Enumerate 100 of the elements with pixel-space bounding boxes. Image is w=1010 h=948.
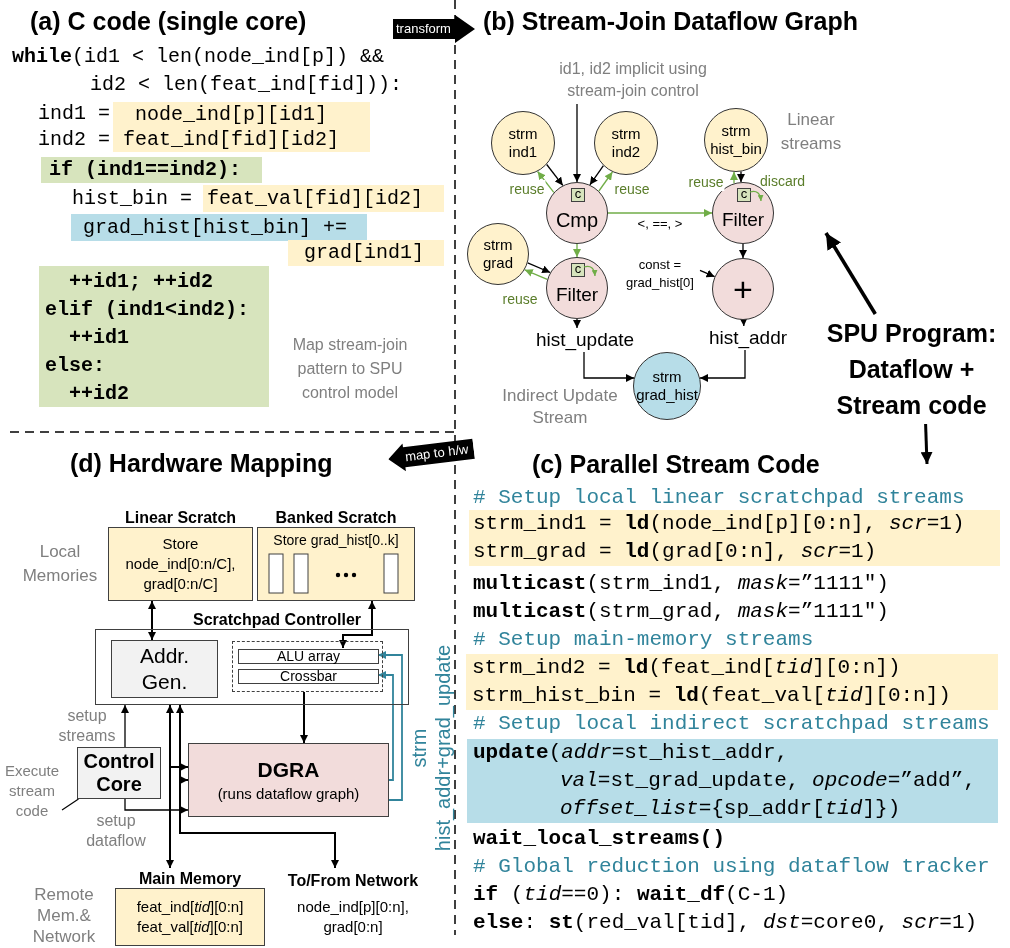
code-line: if (ind1==ind2): bbox=[48, 157, 243, 183]
arrow bbox=[598, 171, 614, 192]
code-line: strm_hist_bin = ld(feat_val[tid][0:n]) bbox=[471, 683, 952, 709]
code-line: multicast(strm_ind1, mask=”1111") bbox=[473, 571, 889, 597]
code-line: feat_val[fid][id2] bbox=[206, 185, 425, 212]
code-line: strm_ind1 = ld(node_ind[p][0:n], scr=1) bbox=[472, 511, 966, 537]
tag-letter: c bbox=[740, 188, 748, 200]
arrow bbox=[524, 269, 548, 280]
code-comment: # Setup main-memory streams bbox=[473, 627, 814, 653]
leader-line bbox=[61, 798, 80, 811]
unit-box bbox=[111, 640, 218, 698]
dashed-group-box bbox=[232, 641, 383, 692]
node-label: + bbox=[733, 271, 753, 307]
annotation-text: Remote Mem.& Network bbox=[31, 884, 97, 947]
node-label: strm hist_bin bbox=[709, 122, 763, 158]
code-line: feat_ind[fid][id2] bbox=[122, 127, 341, 153]
arrow bbox=[730, 171, 738, 184]
box-text: feat_val[tid][0:n] bbox=[137, 917, 243, 937]
code-line: strm_ind2 = ld(feat_ind[tid][0:n]) bbox=[471, 655, 902, 681]
arrow bbox=[377, 671, 394, 781]
node-label: Filter bbox=[555, 283, 599, 306]
unit-box bbox=[238, 669, 379, 684]
code-line: else: bbox=[44, 352, 106, 379]
code-highlight bbox=[113, 128, 370, 152]
node-label: SPU Program: Dataflow + Stream code bbox=[825, 318, 998, 421]
arrow bbox=[573, 103, 581, 183]
node-label: hist_update bbox=[534, 328, 636, 352]
arrow bbox=[824, 232, 877, 315]
arrow-label: map to h/w bbox=[404, 440, 470, 467]
code-line: ++id1 bbox=[68, 324, 130, 351]
code-line: grad_hist[hist_bin] += bbox=[82, 214, 349, 241]
code-line: ind1 = bbox=[38, 101, 110, 127]
code-line: offset_list={sp_addr[tid]}) bbox=[559, 796, 902, 822]
panel-title: (c) Parallel Stream Code bbox=[532, 449, 820, 480]
code-line: wait_local_streams() bbox=[473, 826, 726, 852]
accelerator-box bbox=[188, 743, 389, 817]
edge-note: discard bbox=[760, 172, 806, 190]
code-line: ++id1; ++id2 bbox=[68, 268, 215, 295]
box-text: ALU array bbox=[277, 650, 340, 663]
code-comment: # Setup local indirect scratchpad streams bbox=[473, 711, 990, 737]
arrow bbox=[573, 243, 581, 258]
box-heading: Linear Scratch bbox=[124, 508, 237, 527]
panel-title: (b) Stream-Join Dataflow Graph bbox=[483, 6, 859, 37]
tag-letter: c bbox=[574, 188, 582, 200]
code-highlight bbox=[466, 654, 998, 710]
arrow-label: transform bbox=[396, 20, 451, 38]
code-line: update(addr=st_hist_addr, bbox=[472, 740, 790, 766]
box-text: feat_ind[tid][0:n] bbox=[136, 897, 244, 917]
code-highlight bbox=[113, 102, 370, 128]
code-line: val=st_grad_update, opcode=”add”, bbox=[559, 768, 977, 794]
code-line: node_ind[p][id1] bbox=[134, 102, 329, 128]
arrow bbox=[527, 262, 551, 274]
arrow bbox=[573, 318, 581, 329]
box-text: Store grad_hist[0..k] bbox=[273, 531, 399, 550]
code-line: ind2 = bbox=[38, 127, 110, 153]
box-heading: Main Memory bbox=[138, 868, 242, 888]
curved-arrow bbox=[749, 190, 764, 202]
arrow bbox=[121, 704, 129, 748]
arrow bbox=[607, 209, 713, 217]
box-text: DGRA bbox=[257, 757, 320, 783]
arrow bbox=[546, 163, 564, 187]
panel-title: (a) C code (single core) bbox=[30, 6, 307, 37]
panel-title: (d) Hardware Mapping bbox=[70, 448, 333, 479]
code-line: elif (ind1<ind2): bbox=[44, 296, 251, 323]
code-line: if (tid==0): wait_df(C-1) bbox=[473, 882, 789, 908]
code-line: while(id1 < len(node_ind[p]) && bbox=[12, 44, 385, 70]
node-label: To/From Network bbox=[286, 871, 420, 891]
annotation-text: Map stream-join pattern to SPU control model bbox=[291, 335, 409, 403]
arrow bbox=[739, 243, 747, 259]
code-line: ++id2 bbox=[68, 380, 130, 407]
box-text: (runs dataflow graph) bbox=[217, 784, 360, 804]
code-comment: # Global reduction using dataflow tracker bbox=[473, 854, 990, 880]
code-highlight bbox=[467, 739, 998, 823]
arrow bbox=[169, 763, 189, 869]
arrow bbox=[589, 164, 605, 186]
code-line: strm_grad = ld(grad[0:n], scr=1) bbox=[472, 539, 878, 565]
code-line: multicast(strm_grad, mask=”1111") bbox=[473, 599, 889, 625]
arrow bbox=[300, 691, 308, 744]
annotation-text: Linear streams bbox=[779, 109, 843, 155]
code-highlight bbox=[288, 240, 444, 266]
box-text: Control Core bbox=[82, 750, 156, 796]
arrow bbox=[737, 170, 745, 183]
code-highlight bbox=[469, 510, 1000, 566]
node-label: Cmp bbox=[555, 208, 599, 231]
code-line: grad[ind1] bbox=[303, 240, 426, 266]
arrow bbox=[148, 600, 156, 641]
unit-box bbox=[238, 649, 379, 664]
arrow bbox=[124, 798, 189, 814]
node-label: Execute stream code bbox=[3, 761, 61, 821]
arrow bbox=[699, 269, 716, 278]
box-text: Crossbar bbox=[280, 670, 337, 683]
arrow bbox=[339, 600, 376, 649]
node-label: id1, id2 implicit using stream-join control bbox=[558, 59, 708, 101]
box-text: Store node_ind[0:n/C], grad[0:n/C] bbox=[124, 534, 237, 594]
node-label: strm ind1 bbox=[507, 125, 539, 161]
code-highlight bbox=[39, 266, 269, 407]
arrow bbox=[179, 776, 336, 869]
arrow bbox=[583, 351, 635, 382]
annotation-text: Indirect Update Stream bbox=[501, 385, 619, 429]
tag-letter: c bbox=[574, 263, 582, 275]
